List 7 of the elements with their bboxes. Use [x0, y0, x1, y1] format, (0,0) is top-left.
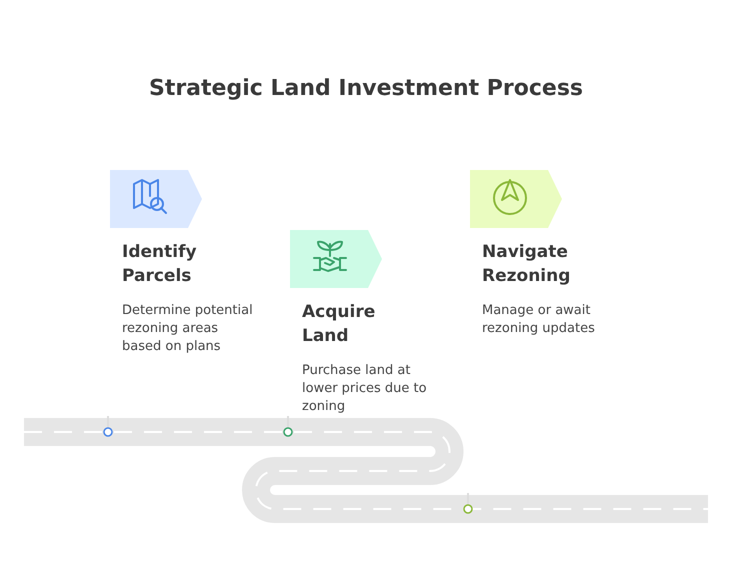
step-description: Determine potential rezoning areas based on plans [122, 302, 254, 356]
step-description: Manage or await rezoning updates [482, 302, 596, 338]
step-heading: Identify Parcels [122, 241, 198, 288]
title: Strategic Land Investment Process [148, 76, 584, 101]
step-heading: Navigate Rezoning [482, 241, 572, 288]
step-description: Purchase land at lower prices due to zoning [302, 362, 428, 416]
step-heading: Acquire Land [302, 301, 376, 348]
